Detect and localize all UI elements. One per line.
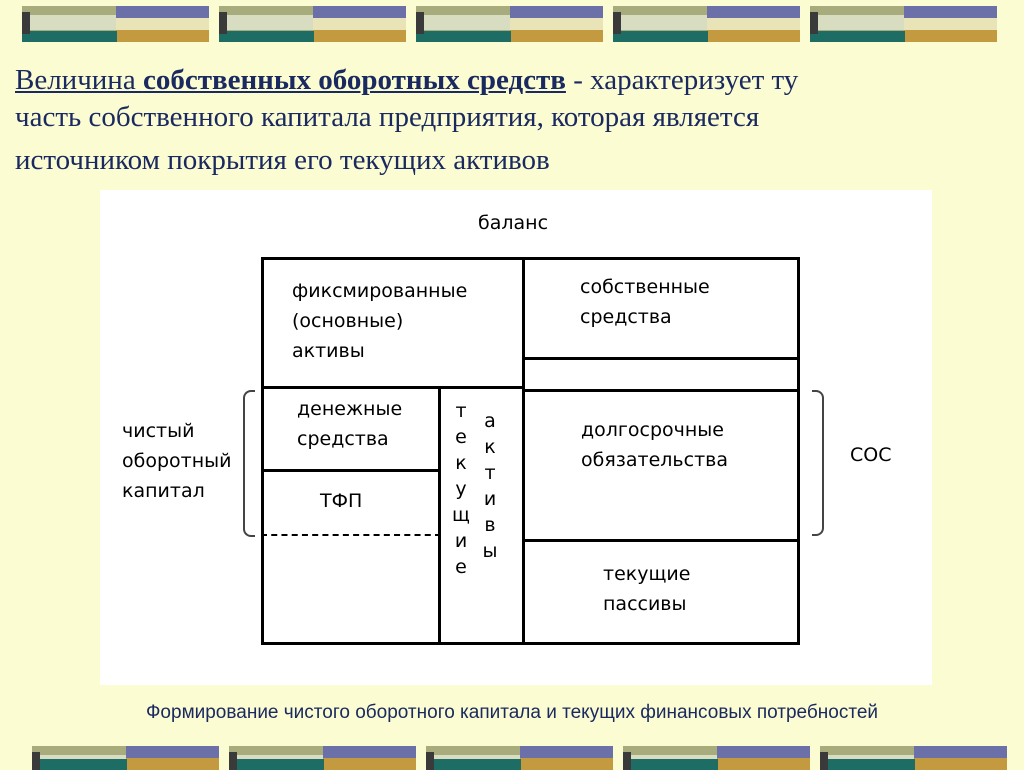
heading-part1: Величина [15, 64, 143, 96]
balance-diagram: баланс фиксмированные (основные) активы … [100, 190, 932, 685]
diagram-title: баланс [478, 212, 549, 234]
decor-block [623, 746, 810, 770]
vertical-letter: ы [482, 540, 498, 562]
own-funds-label: собственные средства [580, 276, 710, 328]
dashed-top-left [261, 387, 525, 389]
vertical-letter: к [484, 436, 496, 458]
slide-heading: Величина собственных оборотных средств -… [15, 62, 1015, 179]
decor-block [229, 746, 416, 770]
decor-block [219, 6, 406, 42]
vertical-letter: е [455, 556, 467, 578]
cash-divider [261, 469, 441, 472]
decor-block [820, 746, 1007, 770]
left-brace [243, 390, 255, 537]
decor-block [32, 746, 219, 770]
slide-caption: Формирование чистого оборотного капитала… [145, 702, 879, 723]
current-assets-separator [438, 386, 441, 645]
vertical-letter: и [483, 488, 497, 510]
dashed-bottom-left [261, 534, 441, 536]
vertical-letter: в [484, 514, 496, 536]
bottom-decor-strip [32, 746, 1007, 770]
vertical-letter: и [454, 530, 468, 552]
long-term-label: долгосрочные обязательства [581, 419, 728, 471]
net-working-capital-label: чистый оборотный капитал [122, 420, 232, 502]
heading-highlight: собственных оборотных средств [142, 64, 566, 96]
vertical-letter: щ [452, 504, 470, 526]
decor-block [810, 6, 997, 42]
cash-label: денежные средства [297, 398, 403, 450]
heading-part2: - характеризует ту [565, 64, 799, 96]
tfp-label: ТФП [320, 490, 363, 512]
current-liabilities-label: текущие пассивы [603, 563, 691, 615]
vertical-letter: е [455, 426, 467, 448]
vertical-letter: у [455, 478, 467, 500]
vertical-letter: к [455, 452, 467, 474]
decor-block [613, 6, 800, 42]
heading-line3: источником покрытия его текущих активов [15, 144, 550, 176]
right-brace [812, 390, 824, 536]
vertical-letter: т [455, 400, 467, 422]
decor-block [22, 6, 209, 42]
top-decor-strip [22, 6, 997, 42]
vertical-letter: а [484, 410, 496, 432]
fixed-assets-label: фиксмированные (основные) активы [292, 280, 468, 362]
decor-block [416, 6, 603, 42]
dashed-top-right [522, 389, 800, 391]
own-funds-divider [522, 357, 800, 360]
sos-label: СОС [850, 444, 892, 466]
vertical-letter: т [484, 462, 496, 484]
heading-line2: часть собственного капитала предприятия,… [15, 101, 760, 133]
decor-block [426, 746, 613, 770]
